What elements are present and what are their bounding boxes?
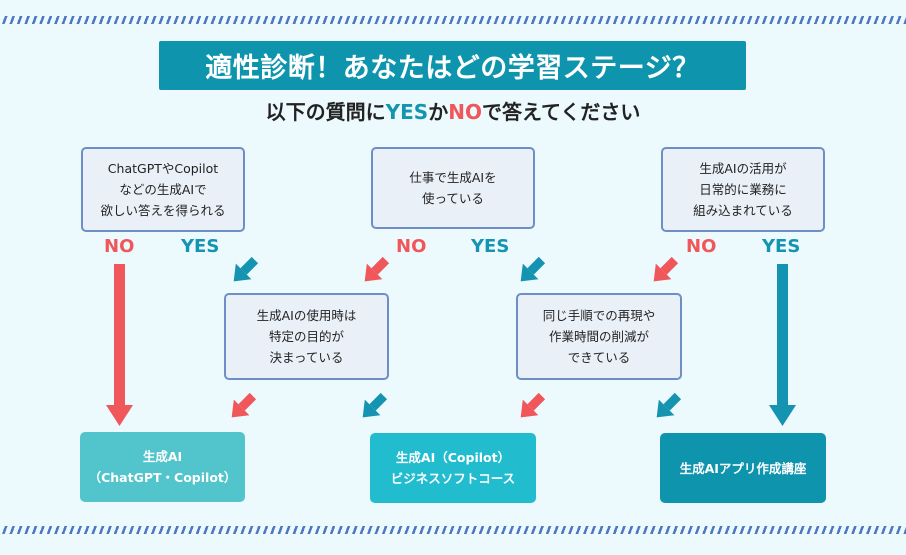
- result-box-ai-app: 生成AIアプリ作成講座: [660, 433, 826, 503]
- arrow-no-down: [106, 264, 133, 426]
- subtitle-text: 以下の質問に: [265, 100, 386, 124]
- question-box-4: 生成AIの使用時は 特定の目的が 決まっている: [224, 293, 389, 380]
- page-title: 適性診断！あなたはどの学習ステージ？: [159, 41, 746, 90]
- arrow-yes-down: [769, 264, 796, 426]
- question-box-3: 生成AIの活用が 日常的に業務に 組み込まれている: [661, 147, 825, 232]
- arrow-yes-diagonal: [233, 256, 682, 418]
- no-label-1: NO: [104, 236, 135, 257]
- subtitle-no: NO: [448, 100, 482, 124]
- arrow-no-diagonal: [231, 256, 679, 418]
- question-box-5: 同じ手順での再現や 作業時間の削減が できている: [516, 293, 682, 380]
- question-box-1: ChatGPTやCopilot などの生成AIで 欲しい答えを得られる: [81, 147, 245, 232]
- no-label-2: NO: [396, 236, 427, 257]
- yes-label-1: YES: [181, 236, 220, 257]
- no-label-3: NO: [686, 236, 717, 257]
- subtitle-yes: YES: [385, 100, 429, 124]
- subtitle-text: か: [428, 100, 449, 124]
- subtitle-text: で答えてください: [481, 100, 641, 124]
- top-stripe-divider: [0, 16, 906, 24]
- result-box-copilot-business: 生成AI（Copilot） ビジネスソフトコース: [370, 433, 536, 503]
- page-subtitle: 以下の質問にYESかNOで答えてください: [0, 96, 906, 125]
- bottom-stripe-divider: [0, 526, 906, 534]
- result-box-chatgpt-copilot: 生成AI （ChatGPT・Copilot）: [80, 432, 245, 502]
- question-box-2: 仕事で生成AIを 使っている: [371, 147, 535, 229]
- yes-label-2: YES: [471, 236, 510, 257]
- yes-label-3: YES: [762, 236, 801, 257]
